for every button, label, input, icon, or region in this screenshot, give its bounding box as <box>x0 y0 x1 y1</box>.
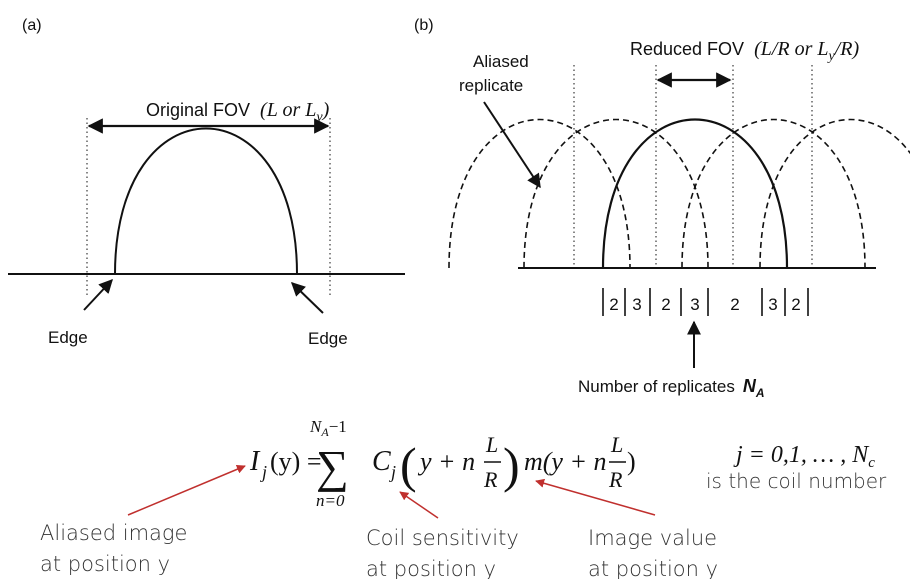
eq-frac2-num: L <box>610 432 623 457</box>
annotation-arrow-coil <box>399 491 439 519</box>
replicate-shift-minus <box>523 118 709 269</box>
original-fov-close: ) <box>322 99 330 121</box>
edge-label-right: Edge <box>308 329 348 348</box>
region-number: 3 <box>632 295 641 314</box>
image-value-line1: Image value <box>588 526 717 550</box>
eq-lhs-j: j <box>260 462 267 482</box>
aliased-image-line1: Aliased image <box>40 521 187 545</box>
region-number: 2 <box>661 295 670 314</box>
region-number: 2 <box>730 295 739 314</box>
region-number: 3 <box>690 295 699 314</box>
edge-arrow-left <box>83 278 113 311</box>
image-value-line2: at position y <box>588 557 718 579</box>
object-profile <box>114 127 298 275</box>
eq-coil-j: j <box>389 462 396 482</box>
replicates-label: Number of replicates <box>578 377 735 396</box>
aliased-label-line1: Aliased <box>473 52 529 71</box>
replicate-shift-plus <box>681 118 866 269</box>
eq-index-range: j = 0,1, … , Nc <box>733 442 875 471</box>
eq-arg1: y + n <box>417 447 475 476</box>
replicate-shift-minus-2 <box>448 118 631 269</box>
eq-paren-open: ( <box>400 437 417 493</box>
eq-sum-upper: NA−1 <box>309 417 347 439</box>
original-fov-sub: y <box>314 110 323 125</box>
aliased-image-line2: at position y <box>40 552 170 576</box>
region-number: 2 <box>609 295 618 314</box>
original-fov-caption: Original FOV (L or Ly) <box>146 99 330 125</box>
eq-image-m: m(y + n <box>524 447 607 476</box>
eq-sum-sign: ∑ <box>316 441 349 492</box>
aliased-arrow <box>483 101 541 189</box>
eq-frac1-den: R <box>483 467 498 492</box>
original-fov-label: Original FOV <box>146 100 250 120</box>
eq-lhs-I: I <box>249 446 261 477</box>
replicate-shift-plus-2 <box>759 118 910 269</box>
region-number: 2 <box>791 295 800 314</box>
annotation-arrow-image <box>127 464 246 516</box>
eq-close: ) <box>627 447 636 476</box>
panel-b-label: (b) <box>414 17 434 34</box>
replicates-sub: A <box>755 386 765 400</box>
eq-coil-C: C <box>372 446 391 477</box>
eq-frac1-num: L <box>485 432 498 457</box>
reduced-fov-formula-b: /R) <box>834 38 860 60</box>
reduced-fov-label: Reduced FOV <box>630 39 744 59</box>
panel-b: (b) Aliased replicate Reduced FOV (L/R o… <box>414 17 910 400</box>
eq-lhs-arg: (y) = <box>270 447 321 476</box>
region-ticks <box>602 288 809 316</box>
edge-label-left: Edge <box>48 328 88 347</box>
panel-a-label: (a) <box>22 17 42 34</box>
replicates-symbol: N <box>743 376 757 396</box>
coil-sensitivity-line1: Coil sensitivity <box>366 526 519 550</box>
original-fov-formula: (L or L <box>260 99 316 121</box>
eq-paren-close: ) <box>503 437 520 493</box>
eq-frac2-den: R <box>608 467 623 492</box>
replicates-caption: Number of replicates NA <box>578 376 765 400</box>
edge-arrow-right <box>290 282 324 314</box>
main-object-profile <box>601 118 789 269</box>
coil-sensitivity-line2: at position y <box>366 557 496 579</box>
coil-number-note: is the coil number <box>706 469 887 493</box>
panel-a: (a) Original FOV (L or Ly) Edge Edge <box>8 17 405 348</box>
reduced-fov-formula-a: (L/R or L <box>754 38 828 60</box>
region-number: 3 <box>768 295 777 314</box>
aliased-label-line2: replicate <box>459 76 523 95</box>
annotation-arrow-value <box>535 478 656 516</box>
reduced-fov-caption: Reduced FOV (L/R or Ly/R) <box>630 38 860 64</box>
eq-sum-lower: n=0 <box>316 491 345 510</box>
annotations: Aliased image at position y Coil sensiti… <box>40 464 718 579</box>
sense-equation: I j (y) = NA−1 ∑ n=0 C j ( y + n L R ) m… <box>249 417 887 510</box>
reduced-fov-sub: y <box>827 49 836 64</box>
